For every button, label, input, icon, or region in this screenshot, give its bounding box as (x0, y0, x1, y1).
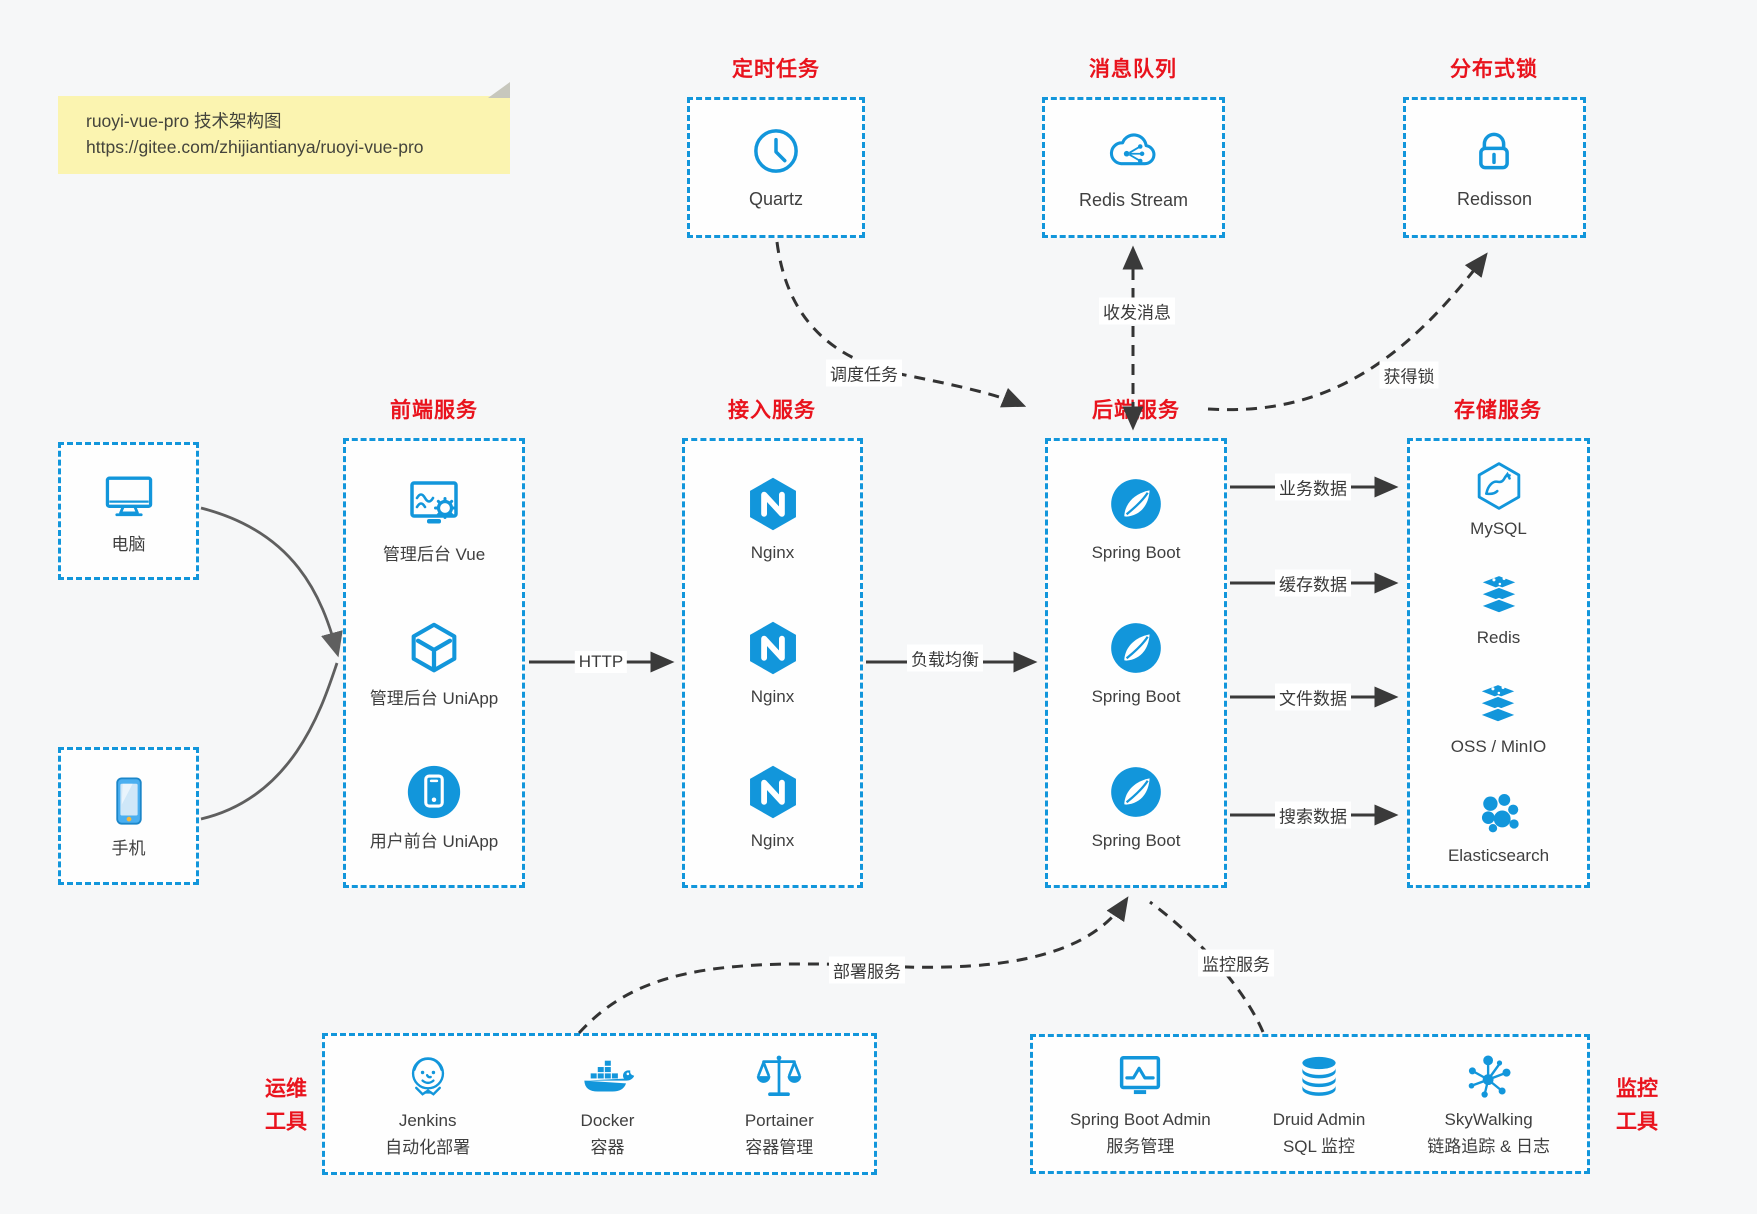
node-label: Quartz (748, 189, 804, 210)
edge-deploy-arrow (577, 896, 1129, 1035)
node-label: 手机 (111, 838, 146, 858)
node-sublabel: 容器管理 (745, 1138, 814, 1157)
node-label: OSS / MinIO (1450, 736, 1547, 756)
node-label: Redisson (1456, 189, 1533, 210)
node-label: SkyWalking (1444, 1110, 1533, 1130)
note-fold-corner (488, 82, 510, 98)
node-label: Elasticsearch (1447, 845, 1550, 865)
node-label: Nginx (750, 542, 795, 562)
node-spring-boot-admin: Spring Boot Admin 服务管理 (1070, 1049, 1211, 1159)
edge-label-acquire-lock: 获得锁 (1379, 361, 1439, 389)
title-mq: 消息队列 (1089, 58, 1177, 81)
node-redisson: Redisson (1457, 123, 1532, 211)
node-label: Redis Stream (1078, 190, 1189, 211)
node-skywalking: SkyWalking 链路追踪 & 日志 (1427, 1049, 1550, 1159)
title-frontend: 前端服务 (390, 399, 478, 422)
edge-label-monitor: 监控服务 (1198, 949, 1274, 977)
node-sublabel: 链路追踪 & 日志 (1427, 1137, 1551, 1156)
node-label: MySQL (1470, 518, 1527, 538)
edge-label-search-data: 搜索数据 (1275, 801, 1351, 829)
node-label: Spring Boot (1091, 686, 1181, 706)
node-sublabel: 服务管理 (1106, 1137, 1175, 1156)
edge-label-business-data: 业务数据 (1275, 473, 1351, 501)
edge-acquire-lock-arrow (1207, 252, 1488, 412)
node-label: 管理后台 UniApp (369, 688, 499, 708)
edge-label-deploy: 部署服务 (829, 956, 905, 984)
column-backend: Spring Boot Spring Boot Spring Boot (1045, 438, 1227, 888)
node-druid-admin: Druid Admin SQL 监控 (1272, 1049, 1366, 1159)
node-label: Druid Admin (1272, 1110, 1366, 1130)
edge-pc-to-frontend (200, 506, 343, 658)
node-redis-stream: Redis Stream (1079, 122, 1188, 212)
edge-label-message: 收发消息 (1099, 297, 1175, 325)
edge-schedule-arrow (775, 241, 1027, 408)
group-dlock: Redisson (1403, 97, 1586, 238)
note-url: https://gitee.com/zhijiantianya/ruoyi-vu… (86, 137, 424, 158)
column-frontend: 管理后台 Vue 管理后台 UniApp 用户前台 UniApp (343, 438, 525, 888)
title-storage: 存储服务 (1454, 399, 1542, 422)
edge-mobile-to-frontend (200, 662, 339, 821)
node-label: Nginx (750, 686, 795, 706)
node-user-uniapp: 用户前台 UniApp (370, 761, 498, 854)
client-mobile: 手机 (58, 747, 199, 885)
group-monitoring-tools: Spring Boot Admin 服务管理 Druid Admin SQL 监… (1030, 1034, 1590, 1174)
edge-label-cache-data: 缓存数据 (1275, 569, 1351, 597)
client-pc: 电脑 (58, 442, 199, 580)
node-springboot-2: Spring Boot (1091, 618, 1181, 709)
edge-label-file-data: 文件数据 (1275, 683, 1351, 711)
node-label: Jenkins (398, 1111, 457, 1131)
node-pc: 电脑 (99, 466, 159, 557)
node-label: Docker (580, 1111, 635, 1131)
node-jenkins: Jenkins 自动化部署 (385, 1048, 470, 1160)
edge-label-schedule: 调度任务 (826, 359, 902, 387)
node-label: 用户前台 UniApp (369, 831, 499, 851)
column-access: Nginx Nginx Nginx (682, 438, 863, 888)
node-mobile: 手机 (100, 772, 158, 861)
title-dlock: 分布式锁 (1450, 58, 1538, 81)
node-label: Spring Boot (1091, 830, 1181, 850)
node-admin-uniapp: 管理后台 UniApp (370, 618, 498, 711)
group-mq: Redis Stream (1042, 97, 1225, 238)
node-mysql: MySQL (1470, 459, 1527, 541)
side-label-monitoring: 监控 工具 (1616, 1077, 1658, 1133)
side-label-ops: 运维 工具 (265, 1077, 307, 1133)
node-springboot-1: Spring Boot (1091, 474, 1181, 565)
node-docker: Docker 容器 (578, 1048, 636, 1160)
node-label: 电脑 (111, 534, 146, 554)
node-label: Spring Boot Admin (1069, 1110, 1211, 1130)
node-nginx-2: Nginx (743, 618, 803, 709)
node-quartz: Quartz (748, 123, 804, 211)
node-label: Portainer (744, 1111, 814, 1131)
group-scheduler: Quartz (687, 97, 865, 238)
node-sublabel: SQL 监控 (1282, 1137, 1356, 1156)
title-access: 接入服务 (728, 399, 816, 422)
node-label: 管理后台 Vue (382, 545, 486, 565)
node-redis: Redis (1472, 568, 1526, 650)
edge-label-load-balance: 负载均衡 (907, 644, 983, 672)
group-ops-tools: Jenkins 自动化部署 Docker 容器 Portainer 容器管理 (322, 1033, 877, 1175)
node-elasticsearch: Elasticsearch (1448, 786, 1549, 868)
sticky-note: ruoyi-vue-pro 技术架构图 https://gitee.com/zh… (58, 82, 510, 174)
note-title: ruoyi-vue-pro 技术架构图 (86, 111, 282, 131)
node-sublabel: 自动化部署 (385, 1138, 471, 1157)
edge-label-http: HTTP (574, 651, 628, 673)
node-springboot-3: Spring Boot (1091, 762, 1181, 853)
node-nginx-3: Nginx (743, 762, 803, 853)
node-label: Nginx (750, 830, 795, 850)
title-scheduler: 定时任务 (732, 58, 820, 81)
node-label: Redis (1476, 627, 1521, 647)
node-sublabel: 容器 (590, 1138, 625, 1157)
node-label: Spring Boot (1091, 542, 1181, 562)
node-oss-minio: OSS / MinIO (1451, 677, 1546, 759)
node-portainer: Portainer 容器管理 (745, 1048, 814, 1160)
column-storage: MySQL Redis OSS / MinIO Elasticsearch (1407, 438, 1590, 888)
node-admin-vue: 管理后台 Vue (383, 472, 485, 567)
node-nginx-1: Nginx (743, 474, 803, 565)
